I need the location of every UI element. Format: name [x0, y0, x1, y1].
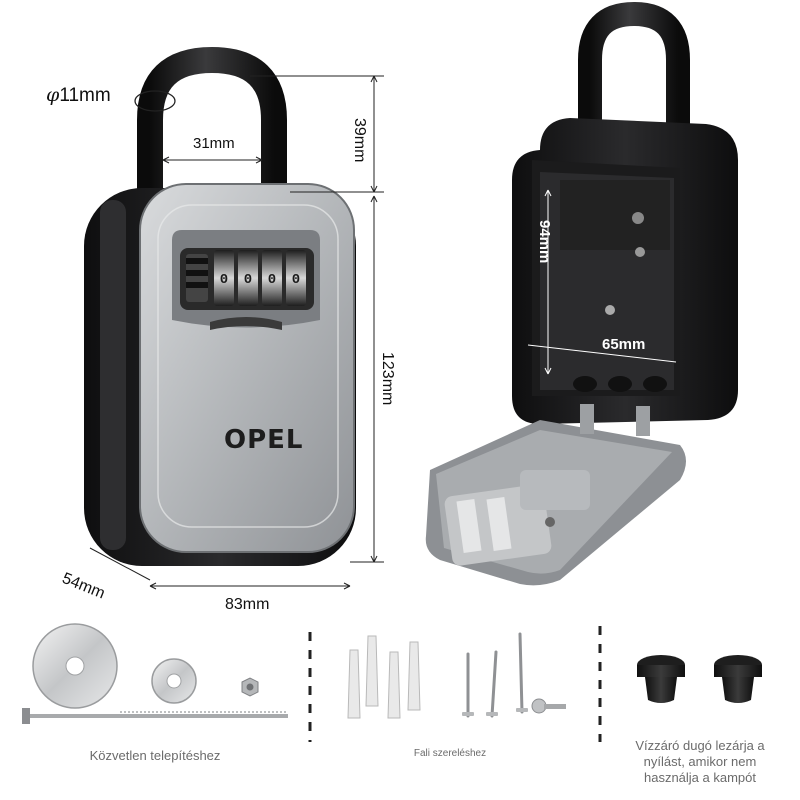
dial-wheel: [286, 250, 306, 306]
lever-slot: [210, 317, 282, 330]
short-screw: [531, 698, 566, 714]
diameter-symbol: φ: [46, 84, 60, 106]
shackle: [137, 46, 287, 213]
waterproof-plugs: [637, 655, 762, 703]
dial-wheel: [214, 250, 234, 306]
dial-wheel: [238, 250, 258, 306]
wood-screw: [518, 632, 524, 714]
wall-anchor: [347, 649, 361, 719]
rubber-plug: [714, 655, 762, 703]
plug-caption: Vízzáró dugó lezárja a nyílást, amikor n…: [635, 738, 765, 785]
wall-mount-hardware: [347, 632, 566, 719]
dial-digit: 0: [268, 272, 276, 288]
shackle-inner-width-label: 31mm: [193, 135, 235, 152]
long-bolt: [22, 708, 288, 724]
wood-screw: [490, 650, 498, 718]
wall-anchor: [365, 635, 379, 707]
diameter-value: 11mm: [59, 85, 111, 106]
width-label: 83mm: [225, 596, 270, 613]
dial-digit: 0: [292, 272, 300, 288]
wall-anchor: [387, 651, 401, 719]
dial-digit: 0: [220, 272, 228, 288]
combination-dial-window: [172, 230, 320, 330]
direct-install-hardware: [22, 623, 288, 724]
open-door: [425, 404, 686, 586]
dial-digit: 0: [244, 272, 252, 288]
shackle-diameter-label: φ11mm: [46, 84, 111, 107]
wall-anchor: [407, 641, 421, 711]
rubber-plug: [637, 655, 685, 703]
inner-dimension-lines: [527, 189, 677, 375]
brand-logo: OPEL: [224, 425, 304, 455]
dimension-lines: [89, 75, 384, 590]
release-button: [186, 254, 208, 302]
wall-mount-caption: Fali szereléshez: [413, 748, 487, 759]
mount-hole: [635, 247, 645, 257]
direct-install-caption: Közvetlen telepítéshez: [89, 748, 221, 763]
mount-hole: [605, 305, 615, 315]
mount-hole: [632, 212, 644, 224]
dial-wheel: [262, 250, 282, 306]
shackle-open: [578, 1, 690, 162]
inner-width-label: 65mm: [602, 336, 646, 353]
